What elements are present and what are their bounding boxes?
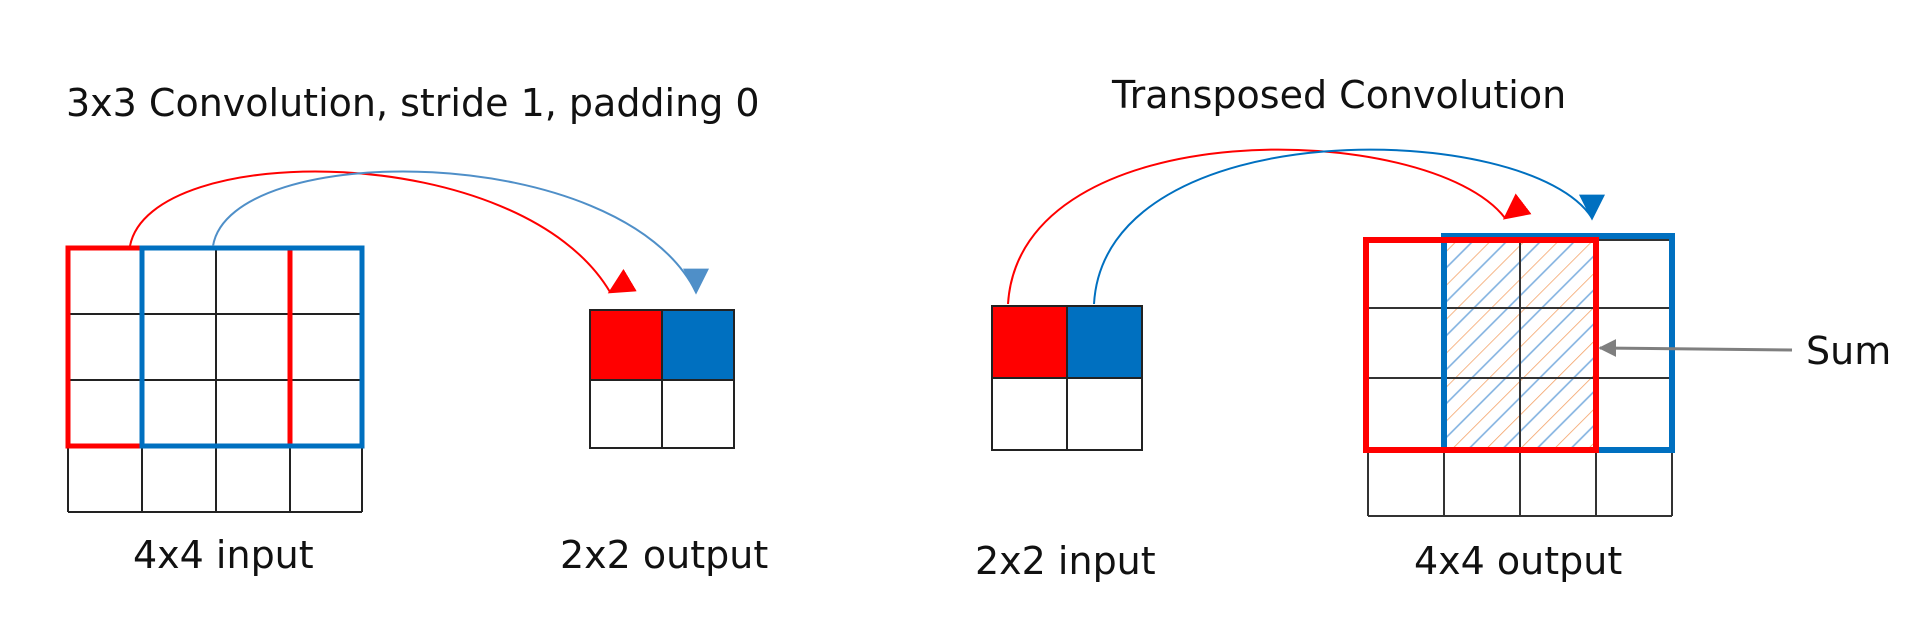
output-grid-2x2: [589, 309, 735, 449]
input-caption: 4x4 input: [133, 533, 314, 577]
red-arrow: [129, 170, 637, 294]
sum-label: Sum: [1806, 329, 1891, 373]
conv-title: 3x3 Convolution, stride 1, padding 0: [66, 81, 760, 125]
input-grid-4x4: [67, 247, 363, 513]
input-cell-blue: [1067, 306, 1142, 378]
transposed-output-caption: 4x4 output: [1414, 539, 1622, 583]
sum-arrow: [1598, 339, 1793, 357]
output-grid-4x4: [1367, 239, 1673, 517]
red-transposed-arrow: [1007, 148, 1532, 305]
blue-arrow: [212, 170, 709, 295]
transposed-input-grid-2x2: [991, 305, 1143, 451]
blue-transposed-arrow: [1093, 148, 1605, 305]
output-cell-red: [590, 310, 662, 380]
input-cell-red: [992, 306, 1067, 378]
blue-kernel-window: [139, 245, 365, 449]
output-caption: 2x2 output: [560, 533, 768, 577]
red-kernel-window: [65, 245, 293, 449]
output-cell-blue: [662, 310, 734, 380]
red-output-window: [1363, 237, 1599, 453]
transposed-title: Transposed Convolution: [1111, 73, 1566, 117]
transposed-input-caption: 2x2 input: [975, 539, 1156, 583]
